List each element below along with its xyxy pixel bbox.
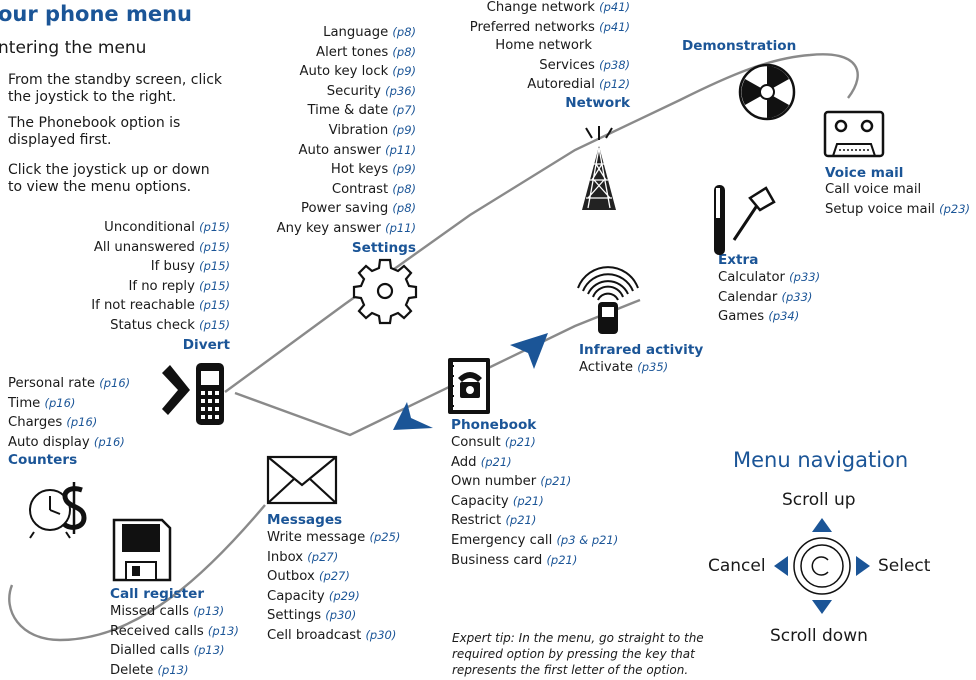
list-item[interactable]: Inbox (p27) xyxy=(267,549,339,565)
counters-menu: Personal rate (p16) Time (p16) Charges (… xyxy=(8,374,178,468)
section-subtitle: ntering the menu xyxy=(0,38,147,58)
call-register-menu: Call register Missed calls (p13) Receive… xyxy=(110,586,280,680)
network-tower-icon xyxy=(582,126,616,210)
list-item[interactable]: Received calls (p13) xyxy=(110,623,239,639)
intro-step-3: Click the joystick up or down to view th… xyxy=(8,162,210,195)
extra-menu: Extra Calculator (p33) Calendar (p33) Ga… xyxy=(718,252,858,327)
expert-tip: Expert tip: In the menu, go straight to … xyxy=(452,631,704,677)
messages-menu: Messages Write message (p25) Inbox (p27)… xyxy=(267,512,437,646)
messages-heading[interactable]: Messages xyxy=(267,512,343,528)
page-title: our phone menu xyxy=(0,2,192,26)
counters-heading[interactable]: Counters xyxy=(8,452,78,469)
list-item[interactable]: Contrast (p8) xyxy=(331,181,416,197)
list-item[interactable]: Business card (p21) xyxy=(451,552,578,568)
extra-tools-icon xyxy=(714,185,776,255)
list-item[interactable]: Settings (p30) xyxy=(267,608,357,624)
list-item[interactable]: Missed calls (p13) xyxy=(110,604,225,619)
list-item[interactable]: Alert tones (p8) xyxy=(316,44,416,60)
list-item[interactable]: Restrict (p21) xyxy=(451,513,537,529)
list-item[interactable]: If not reachable (p15) xyxy=(91,298,230,314)
settings-gear-icon xyxy=(352,258,418,325)
list-item[interactable]: Own number (p21) xyxy=(451,474,572,490)
list-item[interactable]: Outbox (p27) xyxy=(267,569,350,585)
list-item[interactable]: Status check (p15) xyxy=(110,317,230,333)
list-item[interactable]: If busy (p15) xyxy=(150,259,230,275)
list-item[interactable]: Auto key lock (p9) xyxy=(299,64,417,80)
list-item[interactable]: Add (p21) xyxy=(451,454,512,470)
counters-clock-dollar-icon xyxy=(29,482,87,539)
list-item[interactable]: Call voice mail xyxy=(825,182,922,197)
list-item[interactable]: Calculator (p33) xyxy=(718,270,821,285)
network-heading[interactable]: Network xyxy=(565,94,630,111)
settings-heading[interactable]: Settings xyxy=(351,239,416,256)
select-label: Select xyxy=(878,556,931,576)
list-item[interactable]: Consult (p21) xyxy=(451,435,536,450)
divert-heading[interactable]: Divert xyxy=(182,336,230,353)
list-item[interactable]: Autoredial (p12) xyxy=(527,77,630,93)
list-item[interactable]: Security (p36) xyxy=(326,83,416,99)
divert-menu: Unconditional (p15) All unanswered (p15)… xyxy=(30,218,230,354)
list-item[interactable]: Change network (p41) xyxy=(486,0,630,15)
joystick-icon[interactable] xyxy=(772,516,872,616)
network-menu: Change network (p41) Preferred networks … xyxy=(390,0,630,111)
settings-menu: Language (p8) Alert tones (p8) Auto key … xyxy=(200,23,416,257)
list-item[interactable]: Auto answer (p11) xyxy=(298,142,416,158)
call-register-heading[interactable]: Call register xyxy=(110,586,205,602)
scroll-up-arrow-icon xyxy=(812,518,832,532)
list-item[interactable]: Emergency call (p3 & p21) xyxy=(451,532,619,548)
scroll-down-arrow-icon xyxy=(812,600,832,614)
list-item[interactable]: Power saving (p8) xyxy=(301,201,416,217)
list-item[interactable]: Capacity (p21) xyxy=(451,493,544,509)
demonstration-reel-icon xyxy=(738,63,796,121)
infrared-menu: Infrared activity Activate (p35) xyxy=(579,342,729,378)
scroll-up-label: Scroll up xyxy=(782,490,856,510)
list-item[interactable]: Auto display (p16) xyxy=(8,434,125,450)
list-item[interactable]: Any key answer (p11) xyxy=(276,220,416,236)
infrared-phone-icon xyxy=(577,266,639,334)
intro-step-1: From the standby screen, click the joyst… xyxy=(8,72,223,105)
phonebook-heading[interactable]: Phonebook xyxy=(451,417,537,433)
list-item[interactable]: Activate (p35) xyxy=(579,360,669,375)
cancel-arrow-icon xyxy=(774,556,788,576)
voice-mail-cassette-icon xyxy=(823,110,885,158)
list-item[interactable]: Cell broadcast (p30) xyxy=(267,627,397,643)
list-item[interactable]: Home network xyxy=(495,38,592,54)
list-item[interactable]: Dialled calls (p13) xyxy=(110,643,225,659)
list-item[interactable]: Time (p16) xyxy=(8,395,76,411)
menu-navigation-title: Menu navigation xyxy=(733,448,909,472)
list-item[interactable]: Write message (p25) xyxy=(267,530,401,545)
divert-phone-icon xyxy=(162,363,224,425)
list-item[interactable]: Unconditional (p15) xyxy=(104,220,230,235)
list-item[interactable]: All unanswered (p15) xyxy=(93,239,230,255)
list-item[interactable]: Personal rate (p16) xyxy=(8,376,131,391)
scroll-down-label: Scroll down xyxy=(770,626,868,646)
list-item[interactable]: Preferred networks (p41) xyxy=(469,19,630,35)
messages-envelope-icon xyxy=(266,455,338,505)
list-item[interactable]: Capacity (p29) xyxy=(267,588,360,604)
extra-heading[interactable]: Extra xyxy=(718,252,759,268)
list-item[interactable]: Delete (p13) xyxy=(110,662,189,678)
list-item[interactable]: Charges (p16) xyxy=(8,415,98,431)
phonebook-icon xyxy=(448,358,490,414)
list-item[interactable]: Calendar (p33) xyxy=(718,289,813,305)
infrared-heading[interactable]: Infrared activity xyxy=(579,342,704,358)
list-item[interactable]: Setup voice mail (p23) xyxy=(825,201,971,217)
call-register-disk-icon xyxy=(112,518,172,582)
select-arrow-icon xyxy=(856,556,870,576)
list-item[interactable]: If no reply (p15) xyxy=(128,278,230,294)
list-item[interactable]: Games (p34) xyxy=(718,309,800,325)
scroll-direction-arrow-1 xyxy=(510,333,548,369)
list-item[interactable]: Language (p8) xyxy=(323,25,416,40)
intro-step-2: The Phonebook option is displayed first. xyxy=(8,115,181,148)
voice-mail-menu: Voice mail Call voice mail Setup voice m… xyxy=(825,165,976,219)
list-item[interactable]: Services (p38) xyxy=(539,57,630,73)
phonebook-menu: Phonebook Consult (p21) Add (p21) Own nu… xyxy=(451,417,651,570)
list-item[interactable]: Time & date (p7) xyxy=(307,103,416,119)
cancel-label: Cancel xyxy=(708,556,766,576)
demonstration-heading[interactable]: Demonstration xyxy=(682,38,797,54)
voice-mail-heading[interactable]: Voice mail xyxy=(825,165,904,181)
list-item[interactable]: Vibration (p9) xyxy=(328,122,416,138)
list-item[interactable]: Hot keys (p9) xyxy=(330,162,416,178)
scroll-direction-arrow-2 xyxy=(393,402,433,430)
